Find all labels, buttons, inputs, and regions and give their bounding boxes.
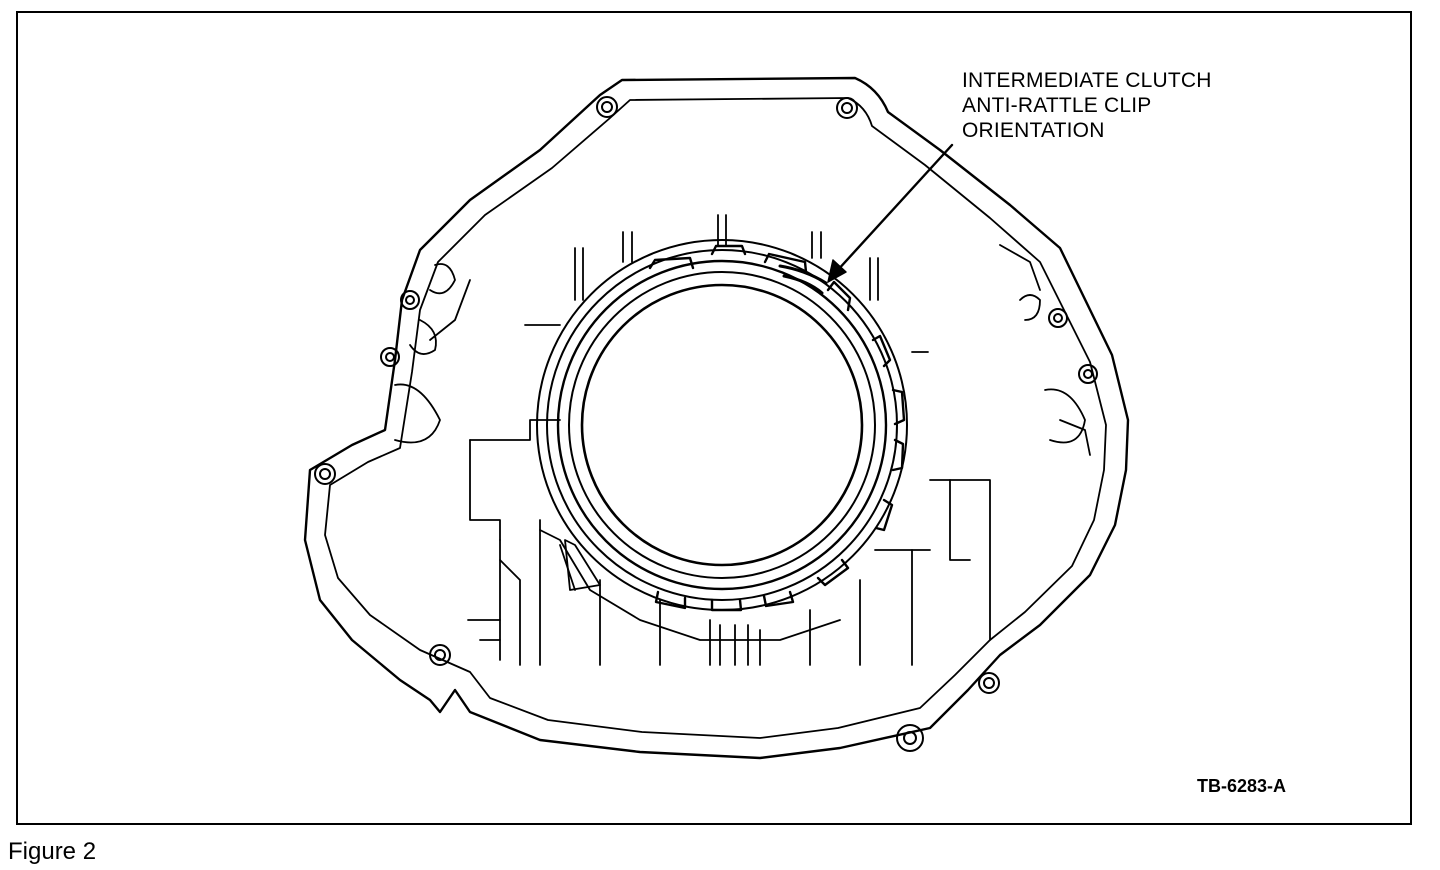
reference-code: TB-6283-A xyxy=(1197,776,1287,796)
callout-line-2: ANTI-RATTLE CLIP xyxy=(962,94,1152,117)
case-internal-walls xyxy=(467,419,991,666)
clutch-plate-teeth xyxy=(648,244,906,612)
callout-line-1: INTERMEDIATE CLUTCH xyxy=(962,69,1212,92)
case-posts xyxy=(524,214,929,353)
figure-caption: Figure 2 xyxy=(8,838,97,865)
callout-label: INTERMEDIATE CLUTCH ANTI-RATTLE CLIP ORI… xyxy=(962,68,1212,143)
callout-line-3: ORIENTATION xyxy=(962,119,1105,142)
bolt-holes xyxy=(314,96,1098,752)
intermediate-clutch-assembly xyxy=(536,239,908,612)
figure-frame xyxy=(16,11,1412,825)
callout-leader-arrow xyxy=(827,143,954,283)
case-web-details xyxy=(394,244,1091,456)
housing-outer-outline xyxy=(303,76,1130,760)
anti-rattle-clip xyxy=(778,264,828,295)
housing-inner-outline xyxy=(324,97,1107,739)
